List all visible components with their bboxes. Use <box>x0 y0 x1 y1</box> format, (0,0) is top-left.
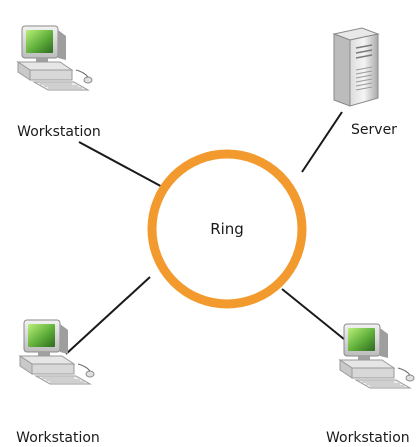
workstation-bottom-right: Workstation <box>326 323 415 446</box>
server-icon <box>333 27 379 107</box>
node-label: Server <box>351 122 397 138</box>
ring-label: Ring <box>210 220 244 238</box>
workstation-icon <box>17 25 93 91</box>
node-label: Workstation <box>17 124 101 140</box>
ring: Ring <box>147 149 307 309</box>
workstation-icon <box>19 319 95 385</box>
link-workstation-top-left <box>78 141 169 191</box>
server: Server <box>333 27 397 138</box>
workstation-top-left: Workstation <box>17 25 101 140</box>
link-workstation-bottom-left <box>65 276 151 355</box>
link-server <box>301 111 343 173</box>
connection-lines <box>65 111 356 355</box>
workstation-bottom-left: Workstation <box>16 319 100 446</box>
workstation-icon <box>339 323 415 389</box>
node-label: Workstation <box>326 430 410 446</box>
ring-circle <box>147 149 307 309</box>
link-workstation-bottom-right <box>281 288 356 349</box>
node-label: Workstation <box>16 430 100 446</box>
